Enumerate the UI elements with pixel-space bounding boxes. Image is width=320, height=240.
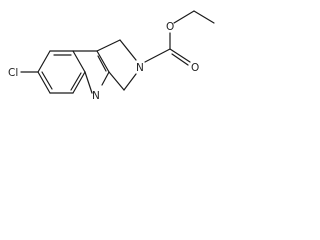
bond [37, 71, 51, 94]
bond [72, 71, 86, 94]
bond [144, 48, 171, 63]
pyrroline-ring [96, 39, 137, 91]
bond-to-carbonyl-oxygen [169, 48, 191, 63]
bond [96, 39, 121, 52]
bond-double-inner [41, 71, 53, 90]
bond [193, 10, 215, 24]
bond [123, 73, 137, 91]
bond [173, 10, 195, 24]
bond [96, 50, 110, 73]
bond-double-inner [70, 72, 82, 91]
bond [119, 39, 137, 61]
bond-double-outer [171, 53, 189, 66]
benzo-ring [37, 50, 86, 94]
bond [37, 50, 51, 73]
atom-label-cl: Cl [8, 67, 18, 79]
ethyl-carbamate [144, 10, 215, 66]
bond-double-inner [97, 55, 107, 72]
bond [101, 71, 110, 86]
bond [108, 71, 125, 91]
structure-canvas: Cl N N O O [0, 0, 239, 127]
atom-label-n-quinoline: N [92, 90, 100, 102]
atom-label-n-pyrroline: N [136, 62, 144, 74]
atom-label-o-ether: O [166, 21, 174, 33]
chemical-structure-diagram: Cl N N O O [8, 10, 215, 102]
bond [84, 71, 93, 94]
pyridine-ring [72, 50, 110, 94]
atom-label-o-carbonyl: O [191, 62, 199, 74]
bond [72, 50, 86, 73]
